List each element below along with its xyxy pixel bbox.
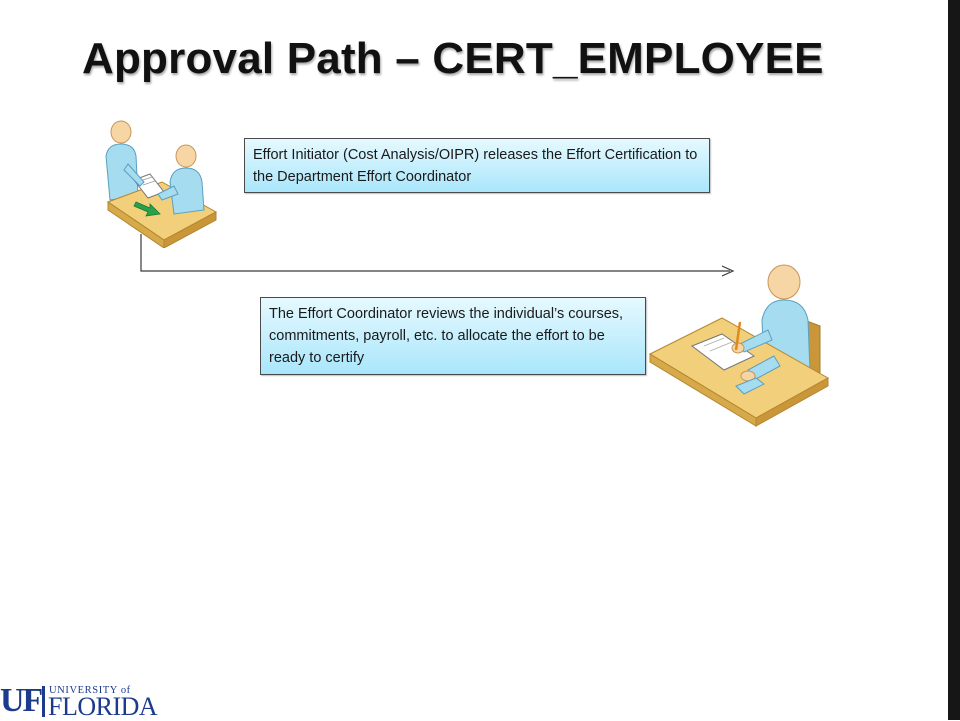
step-1-callout: Effort Initiator (Cost Analysis/OIPR) re… xyxy=(244,138,710,193)
step-2-callout: The Effort Coordinator reviews the indiv… xyxy=(260,297,646,375)
slide-edge-bar xyxy=(948,0,960,720)
uf-logo-florida: FLORIDA xyxy=(48,692,158,721)
handoff-people-icon xyxy=(105,120,218,248)
desk-writer-icon xyxy=(648,264,830,427)
uf-logo-divider xyxy=(42,686,45,717)
uf-logo-university: UNIVERSITY of xyxy=(49,685,131,696)
uf-logo-mark: UF xyxy=(0,682,43,719)
uf-logo-icon: UF UNIVERSITY of FLORIDA xyxy=(0,683,170,720)
slide-title: Approval Path – CERT_EMPLOYEE xyxy=(82,34,824,83)
